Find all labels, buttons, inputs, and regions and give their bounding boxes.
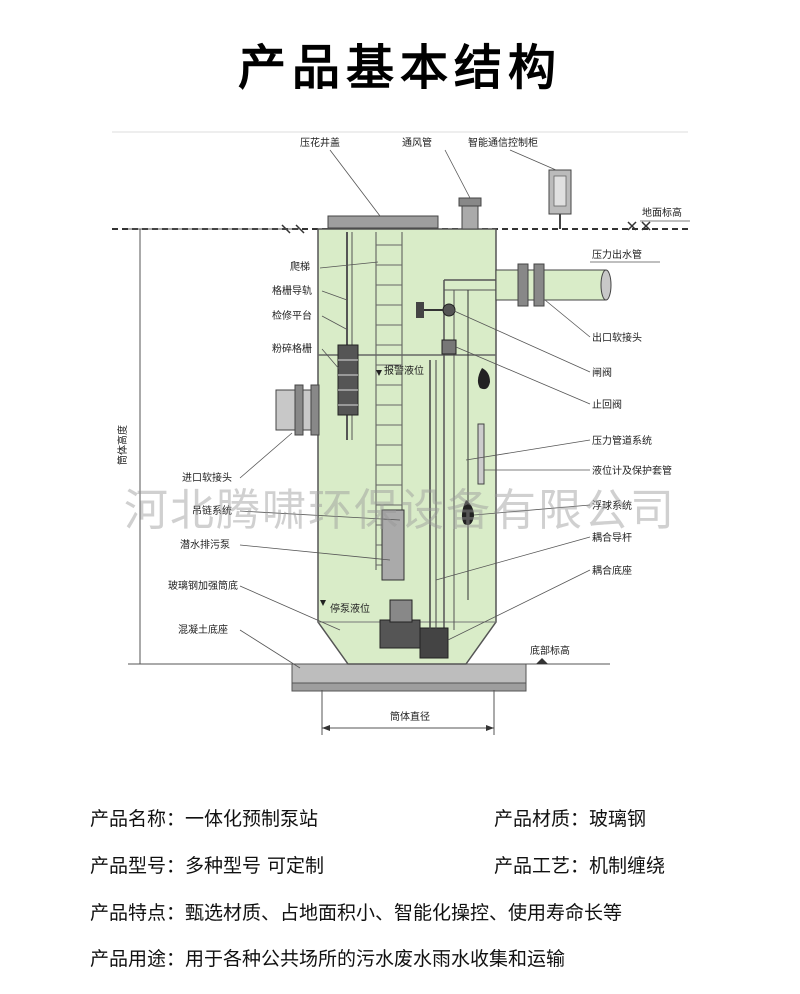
label-pressure-pipe-system: 压力管道系统: [592, 434, 652, 447]
label-stop-level: 停泵液位: [330, 602, 370, 615]
info-usage: 产品用途：用于各种公共场所的污水废水雨水收集和运输: [90, 944, 565, 971]
barrel-height-label: 筒体高度: [116, 425, 129, 465]
info-process: 产品工艺：机制缠绕: [494, 851, 665, 878]
info-process-label: 产品工艺：: [494, 855, 590, 877]
label-control-cabinet: 智能通信控制柜: [468, 136, 538, 149]
label-pressure-outlet: 压力出水管: [592, 248, 642, 261]
info-feature-label: 产品特点：: [90, 902, 186, 924]
info-usage-label: 产品用途：: [90, 948, 186, 970]
info-model-label: 产品型号：: [90, 855, 186, 877]
label-ladder: 爬梯: [290, 260, 310, 273]
label-lifting-system: 吊链系统: [192, 504, 232, 517]
info-name-label: 产品名称：: [90, 808, 186, 830]
info-material: 产品材质：玻璃钢: [494, 804, 646, 831]
gate-valve: [442, 303, 456, 317]
label-vent-pipe: 通风管: [402, 136, 432, 149]
info-material-value: 玻璃钢: [589, 808, 647, 830]
submersible-pump: [379, 509, 449, 659]
info-usage-value: 用于各种公共场所的污水废水雨水收集和运输: [185, 948, 566, 970]
label-coupling-rod: 耦合导杆: [592, 531, 632, 544]
label-concrete-base: 混凝土底座: [178, 623, 228, 636]
label-submersible-pump: 潜水排污泵: [180, 538, 230, 551]
label-level-gauge: 液位计及保护套管: [592, 464, 672, 477]
label-inlet-soft-joint: 进口软接头: [182, 471, 232, 484]
top-cover: [327, 215, 439, 229]
info-name: 产品名称：一体化预制泵站: [90, 804, 318, 831]
info-model-value: 多种型号 可定制: [185, 855, 325, 877]
label-outlet-soft-joint: 出口软接头: [592, 331, 642, 344]
info-feature: 产品特点：甄选材质、占地面积小、智能化操控、使用寿命长等: [90, 898, 622, 925]
label-coupling-base: 耦合底座: [592, 564, 632, 577]
page-title: 产品基本结构: [237, 40, 562, 96]
label-gate-valve: 闸阀: [592, 366, 612, 379]
label-bottom-level: 底部标高: [530, 644, 570, 657]
label-grille-rail: 格栅导轨: [272, 284, 312, 297]
info-material-label: 产品材质：: [494, 808, 590, 830]
level-gauge: [477, 423, 485, 485]
info-feature-value: 甄选材质、占地面积小、智能化操控、使用寿命长等: [185, 902, 623, 924]
info-name-value: 一体化预制泵站: [185, 808, 319, 830]
crushing-grille: [337, 344, 359, 416]
pump-station-structure-diagram: 筒体高度 筒体直径 压花井盖 通风管 智能通信控制柜 地面标高 压力出: [112, 131, 690, 735]
label-ground-level: 地面标高: [642, 206, 682, 219]
label-float-system: 浮球系统: [592, 499, 632, 512]
barrel-body: [317, 228, 497, 665]
label-check-valve: 止回阀: [592, 398, 622, 411]
info-process-value: 机制缠绕: [589, 855, 666, 877]
label-service-platform: 检修平台: [272, 309, 312, 322]
pressure-pipe: [443, 279, 496, 630]
label-crushing-grille: 粉碎格栅: [272, 342, 312, 355]
concrete-base: [291, 663, 527, 685]
label-frp-bottom: 玻璃钢加强筒底: [168, 579, 238, 592]
vent-pipe: [461, 203, 479, 230]
check-valve: [441, 339, 457, 355]
info-model: 产品型号：多种型号 可定制: [90, 851, 324, 878]
outlet-pipe: [495, 269, 607, 301]
label-alarm-level: 报警液位: [384, 364, 424, 377]
barrel-diameter-label: 筒体直径: [390, 710, 430, 723]
label-top-cover: 压花井盖: [300, 136, 340, 149]
